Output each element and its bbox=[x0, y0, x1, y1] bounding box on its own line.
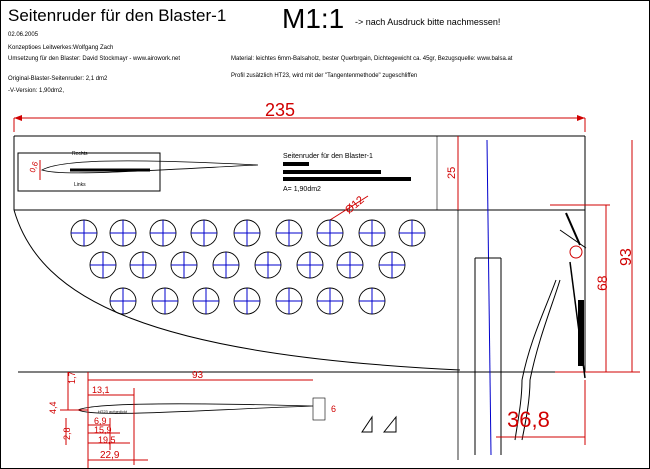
mini-profile-top-label: Rechts bbox=[72, 151, 88, 157]
lightening-hole bbox=[129, 251, 157, 279]
lightening-hole bbox=[170, 251, 198, 279]
lightening-hole bbox=[275, 287, 303, 315]
hinge-detail bbox=[514, 212, 587, 441]
lower-height-value: 68 bbox=[594, 275, 610, 291]
mini-profile-angle: 0,6 bbox=[28, 160, 40, 174]
lightening-hole bbox=[316, 219, 344, 247]
lightening-hole bbox=[233, 287, 261, 315]
profile-13-1-value: 13,1 bbox=[92, 385, 110, 395]
scale-note-text: -> nach Ausdruck bitte nachmessen! bbox=[355, 17, 500, 27]
v-version-area-text: -V-Version: 1,90dm2, bbox=[8, 88, 64, 94]
lightening-hole bbox=[190, 219, 218, 247]
lightening-hole bbox=[316, 287, 344, 315]
lightening-hole bbox=[192, 287, 220, 315]
profile-1-7-value: 1,7 bbox=[67, 371, 77, 384]
conversion-text: Umsetzung für den Blaster: David Stockma… bbox=[8, 56, 180, 62]
overall-length-value: 235 bbox=[265, 100, 295, 120]
profile-22-9-value: 22,9 bbox=[100, 450, 120, 461]
profile-19-5-value: 19,5 bbox=[98, 435, 116, 445]
profile-2-8-value: 2,8 bbox=[62, 427, 72, 440]
lightening-hole bbox=[233, 219, 261, 247]
profile-4-4-value: 4,4 bbox=[48, 401, 58, 414]
lightening-hole bbox=[398, 219, 426, 247]
lightening-hole bbox=[149, 219, 177, 247]
lightening-hole bbox=[358, 219, 386, 247]
lightening-hole bbox=[212, 251, 240, 279]
part-name-text: Seitenruder für den Blaster-1 bbox=[283, 153, 373, 160]
hinge-height-value: 25 bbox=[446, 167, 458, 179]
wedge-markers bbox=[361, 415, 397, 433]
fin-strip bbox=[474, 257, 502, 455]
profile-detail: HT23 aufgedickt 6 93 13,1 6,9 15,9 19,5 … bbox=[48, 370, 336, 468]
lightening-hole bbox=[151, 287, 179, 315]
lightening-hole bbox=[254, 251, 282, 279]
lightening-hole bbox=[358, 287, 386, 315]
mini-profile-bottom-label: Links bbox=[74, 182, 86, 188]
overall-length-dimension: 235 bbox=[13, 100, 586, 132]
original-area-text: Original-Blaster-Seitenruder: 2,1 dm2 bbox=[8, 76, 108, 82]
lightening-hole bbox=[70, 219, 98, 247]
lightening-hole bbox=[296, 251, 324, 279]
profile-text: Profil zusätzlich HT23, wird mit der "Ta… bbox=[231, 73, 417, 79]
part-area-text: A= 1,90dm2 bbox=[283, 186, 321, 193]
mini-profile-box: Rechts Links 0,6 bbox=[17, 151, 259, 192]
material-text: Material: leichtes 6mm-Balsaholz, bester… bbox=[231, 56, 513, 62]
hole-diameter-dimension: Ø12 bbox=[329, 194, 369, 221]
profile-6-9-value: 6,9 bbox=[94, 416, 107, 426]
total-height-value: 93 bbox=[618, 248, 635, 266]
hole-diameter-value: Ø12 bbox=[343, 194, 367, 217]
lightening-hole bbox=[109, 287, 137, 315]
root-offset-dimension: 36,8 bbox=[496, 380, 586, 445]
construction-text: Konzeptioes Leitwerkes:Wolfgang Zach bbox=[8, 45, 113, 51]
profile-note-text: HT23 aufgedickt bbox=[98, 409, 128, 414]
lightening-hole bbox=[109, 219, 137, 247]
lightening-hole bbox=[275, 219, 303, 247]
scale-text: M1:1 bbox=[282, 3, 344, 34]
profile-length-value: 93 bbox=[192, 370, 204, 381]
total-height-dimension: 93 68 bbox=[550, 140, 640, 373]
profile-15-9-value: 15,9 bbox=[94, 425, 112, 435]
lightening-hole bbox=[336, 251, 364, 279]
rudder-centerline bbox=[486, 139, 492, 456]
profile-6-value: 6 bbox=[331, 404, 336, 414]
date-text: 02.06.2005 bbox=[8, 32, 39, 38]
lightening-holes bbox=[70, 219, 426, 315]
root-offset-value: 36,8 bbox=[507, 407, 550, 432]
lightening-hole bbox=[89, 251, 117, 279]
part-label: Seitenruder für den Blaster-1 A= 1,90dm2 bbox=[283, 153, 411, 193]
lightening-hole bbox=[378, 251, 406, 279]
title-text: Seitenruder für den Blaster-1 bbox=[8, 6, 226, 25]
rudder-outline bbox=[13, 135, 586, 460]
hinge-height-dimension: 25 bbox=[446, 136, 459, 210]
